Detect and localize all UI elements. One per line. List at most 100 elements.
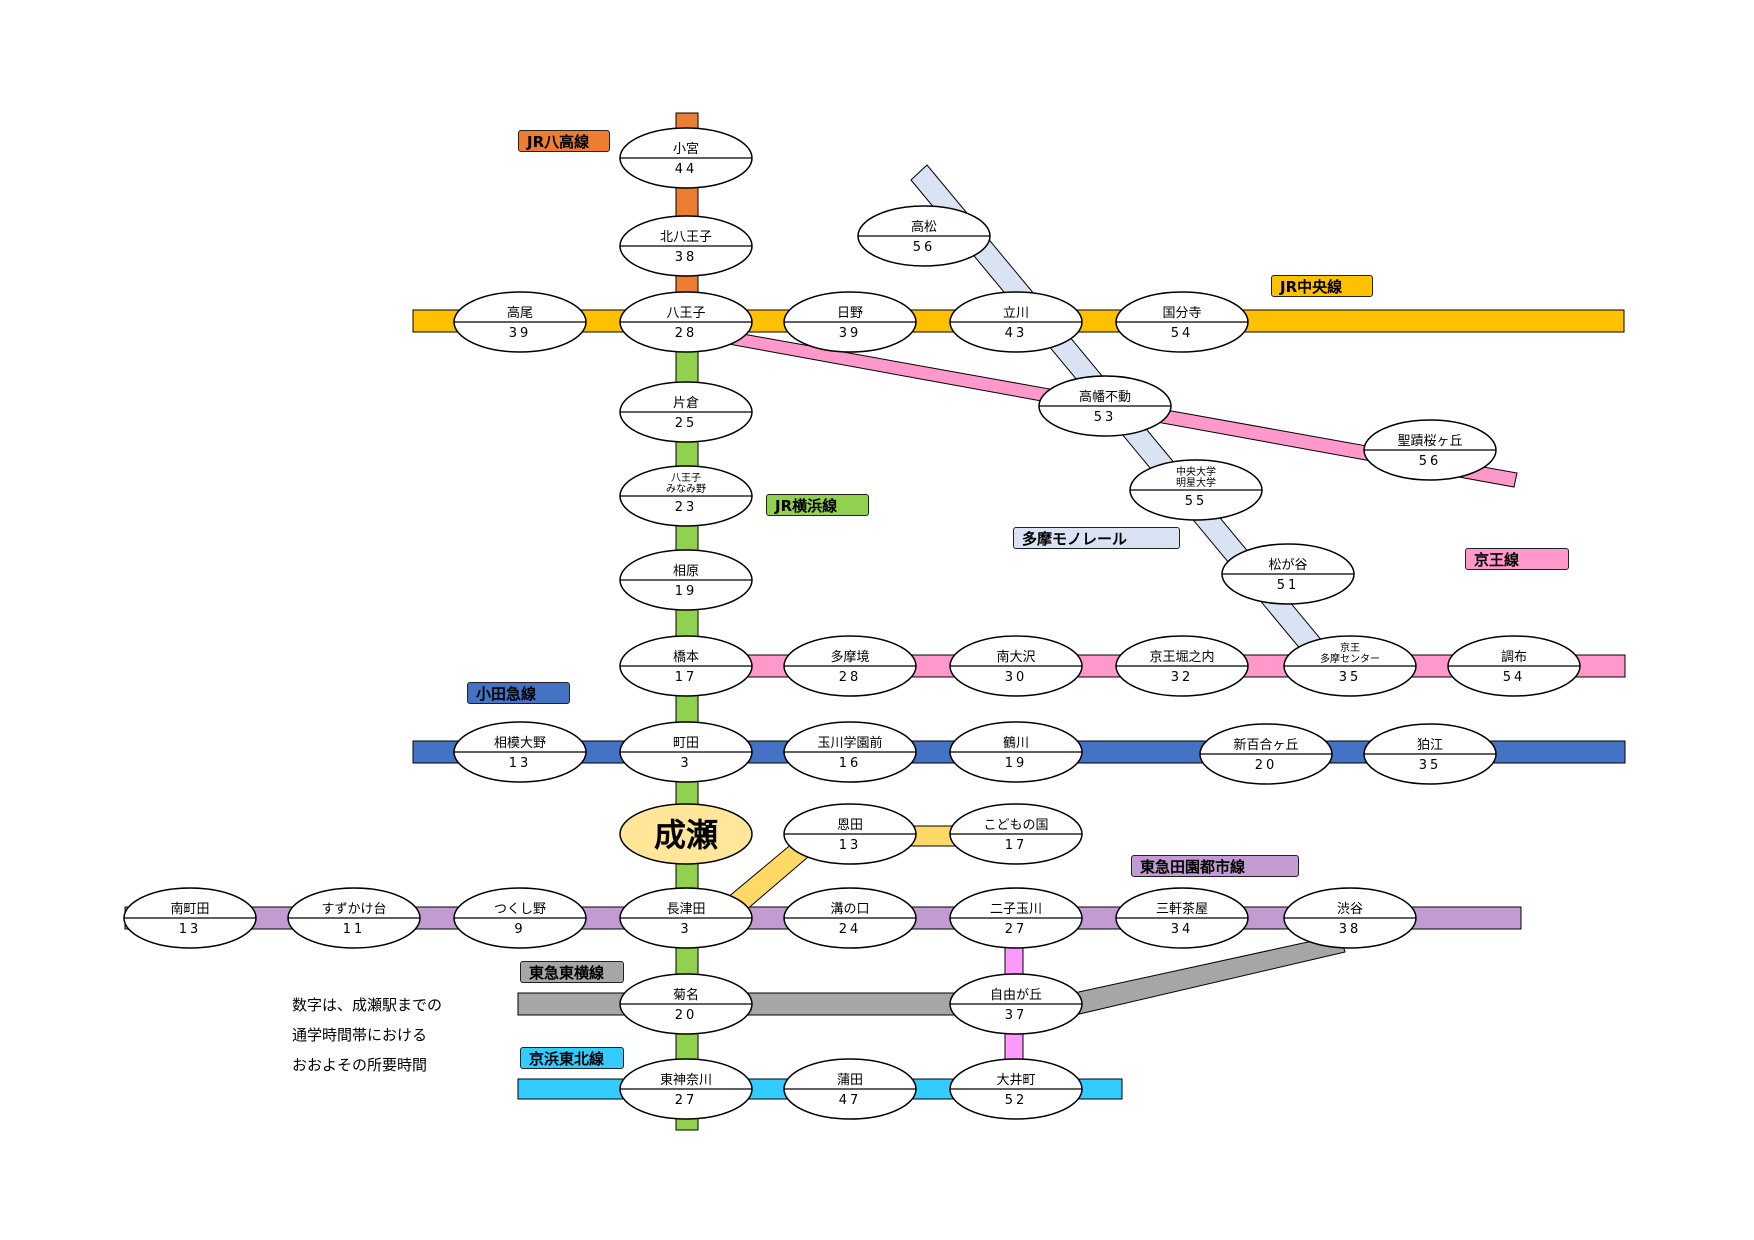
label-tama-monorail: 多摩モノレール xyxy=(1013,527,1180,549)
station-name: 聖蹟桜ヶ丘 xyxy=(1397,434,1462,449)
station-time: 37 xyxy=(1005,1008,1028,1023)
station-name: 八王子みなみ野 xyxy=(666,472,706,495)
station-name: 京王多摩センター xyxy=(1320,641,1380,665)
station-time: 13 xyxy=(179,922,202,937)
station-name: 高尾 xyxy=(507,305,533,321)
station-name: 渋谷 xyxy=(1337,902,1363,917)
station-mizonokuchi: 溝の口 24 xyxy=(783,887,917,949)
station-time: 43 xyxy=(1005,326,1028,341)
station-time: 11 xyxy=(343,922,366,937)
station-time: 30 xyxy=(1005,670,1028,685)
label-keio: 京王線 xyxy=(1465,548,1569,570)
station-jiyugaoka: 自由が丘 37 xyxy=(949,973,1083,1035)
note-line-3: おおよその所要時間 xyxy=(292,1056,428,1074)
station-name: 国分寺 xyxy=(1162,306,1201,321)
station-name: 京王堀之内 xyxy=(1149,649,1214,665)
station-name: 相模大野 xyxy=(494,736,546,751)
station-time: 17 xyxy=(675,670,698,685)
station-name: すずかけ台 xyxy=(321,902,386,917)
stations-layer: 小宮44北八王子38高尾39八王子28日野39立川43国分寺54高松56高幡不動… xyxy=(123,127,1581,1120)
station-time: 20 xyxy=(1255,758,1278,773)
station-time: 51 xyxy=(1277,578,1300,593)
station-time: 23 xyxy=(675,500,698,515)
label-jr-chuo: JR中央線 xyxy=(1271,275,1373,297)
station-name: こどもの国 xyxy=(983,818,1048,833)
station-name: 玉川学園前 xyxy=(817,735,882,751)
station-time: 27 xyxy=(1005,922,1028,937)
station-time: 16 xyxy=(839,756,862,771)
station-name: 蒲田 xyxy=(837,1073,863,1088)
station-time: 35 xyxy=(1419,758,1442,773)
station-time: 52 xyxy=(1005,1093,1028,1108)
station-time: 28 xyxy=(839,670,862,685)
station-name: 溝の口 xyxy=(830,902,869,917)
station-futakotamagawa: 二子玉川 27 xyxy=(949,887,1083,949)
station-time: 9 xyxy=(514,922,525,937)
station-name: 二子玉川 xyxy=(990,902,1042,917)
station-name: 大井町 xyxy=(996,1073,1035,1088)
station-name: 町田 xyxy=(673,736,699,751)
station-name: 立川 xyxy=(1003,306,1029,321)
label-tokyu-toyoko: 東急東横線 xyxy=(520,961,624,983)
station-time: 54 xyxy=(1503,670,1526,685)
tokyu-toyoko-track xyxy=(1064,934,1346,1016)
station-name: 鶴川 xyxy=(1003,735,1029,751)
station-machida: 町田3 xyxy=(619,721,753,783)
station-tamasakai: 多摩境 28 xyxy=(783,635,917,697)
home-station-ellipse xyxy=(619,803,753,865)
station-tamagawagakuenmae: 玉川学園前 16 xyxy=(783,721,917,783)
station-tachikawa: 立川 43 xyxy=(949,291,1083,353)
station-name: 恩田 xyxy=(837,818,863,833)
station-minamiosawa: 南大沢 30 xyxy=(949,635,1083,697)
station-name: 多摩境 xyxy=(830,649,869,665)
station-time: 17 xyxy=(1005,838,1028,853)
station-hachiojiminamino: 八王子みなみ野 23 xyxy=(619,465,753,527)
station-name: 自由が丘 xyxy=(990,988,1042,1003)
station-time: 25 xyxy=(675,416,698,431)
station-time: 27 xyxy=(675,1093,698,1108)
station-minamimachida: 南町田 13 xyxy=(123,887,257,949)
label-keihin-tohoku: 京浜東北線 xyxy=(520,1047,624,1069)
station-name: 南町田 xyxy=(170,901,209,917)
label-odakyu: 小田急線 xyxy=(467,682,570,704)
station-keiotamacenter: 京王多摩センター 35 xyxy=(1283,635,1417,697)
station-time: 32 xyxy=(1171,670,1194,685)
station-matsugaya: 松が谷 51 xyxy=(1221,543,1355,605)
station-time: 47 xyxy=(839,1093,862,1108)
home-station-name: 成瀬 xyxy=(654,816,718,854)
station-name: 南大沢 xyxy=(996,649,1035,665)
station-time: 13 xyxy=(839,838,862,853)
station-takao: 高尾 39 xyxy=(453,291,587,353)
station-suzukakedai: すずかけ台 11 xyxy=(287,887,421,949)
station-name: 中央大学明星大学 xyxy=(1176,465,1216,489)
station-time: 55 xyxy=(1185,494,1208,509)
station-onda: 恩田 13 xyxy=(783,803,917,865)
station-time: 24 xyxy=(839,922,862,937)
label-jr-hachiko: JR八高線 xyxy=(518,130,610,152)
station-name: 長津田 xyxy=(666,902,705,917)
home-station-naruse: 成瀬 xyxy=(619,803,753,865)
station-time: 35 xyxy=(1339,670,1362,685)
station-kamata: 蒲田 47 xyxy=(783,1058,917,1120)
station-name: つくし野 xyxy=(494,902,546,917)
station-name: 八王子 xyxy=(666,306,705,321)
station-time: 39 xyxy=(509,326,532,341)
station-name: 松が谷 xyxy=(1268,558,1307,573)
station-keiohorinouchi: 京王堀之内 32 xyxy=(1115,635,1249,697)
